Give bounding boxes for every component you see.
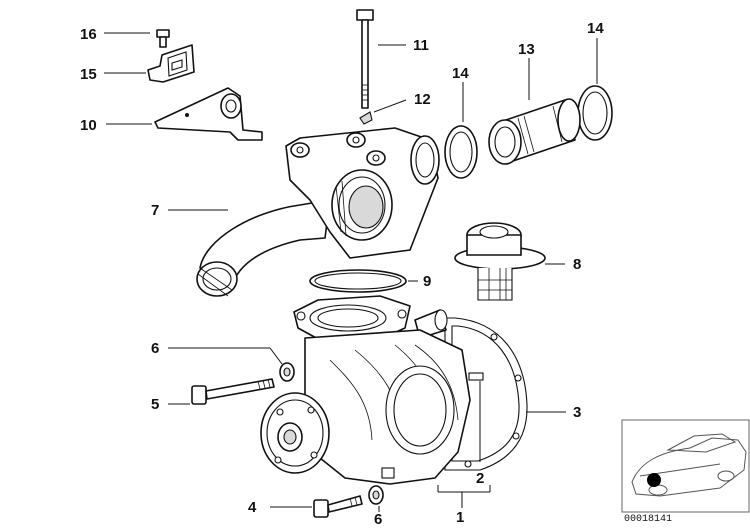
part-6-washer-upper[interactable] [279, 362, 295, 382]
part-4-bolt[interactable] [313, 495, 363, 518]
part-9-o-ring[interactable] [309, 269, 407, 293]
part-8-thermostat[interactable] [454, 222, 546, 301]
location-marker [647, 473, 661, 487]
callout-3: 3 [573, 404, 581, 421]
callout-14-left: 14 [452, 65, 469, 82]
callout-10: 10 [80, 117, 97, 134]
callout-1: 1 [456, 509, 464, 525]
callout-13: 13 [518, 41, 535, 58]
callout-9: 9 [423, 273, 431, 290]
part-14-o-ring-right[interactable] [577, 85, 613, 141]
callout-labels: 16 15 10 11 12 14 13 14 7 8 9 6 5 3 2 1 … [80, 20, 604, 528]
part-12-clip[interactable] [359, 111, 373, 125]
callout-4: 4 [248, 499, 257, 516]
callout-16: 16 [80, 26, 97, 43]
callout-7: 7 [151, 202, 159, 219]
part-7-thermostat-housing[interactable] [196, 127, 440, 297]
part-5-bolt[interactable] [191, 378, 275, 405]
part-15-bracket[interactable] [147, 44, 195, 83]
callout-12: 12 [414, 91, 431, 108]
callout-14-right: 14 [587, 20, 604, 37]
part-16-bolt[interactable] [156, 29, 170, 48]
part-10-mount-bracket[interactable] [154, 87, 263, 141]
vehicle-location-thumbnail [621, 419, 750, 513]
callout-6-upper: 6 [151, 340, 159, 357]
callout-15: 15 [80, 66, 97, 83]
callout-5: 5 [151, 396, 159, 413]
part-11-long-bolt[interactable] [356, 9, 374, 109]
part-1-water-pump[interactable] [260, 295, 484, 485]
leader-lines [104, 32, 598, 512]
part-13-coolant-pipe[interactable] [488, 98, 581, 165]
callout-6-lower: 6 [374, 511, 382, 525]
part-6-washer-lower[interactable] [368, 485, 384, 505]
part-14-o-ring-left[interactable] [444, 125, 478, 179]
document-number: 00018141 [624, 514, 672, 525]
callout-11: 11 [413, 37, 429, 54]
part-3-gasket[interactable] [444, 317, 528, 471]
callout-2: 2 [476, 470, 484, 487]
callout-8: 8 [573, 256, 581, 273]
